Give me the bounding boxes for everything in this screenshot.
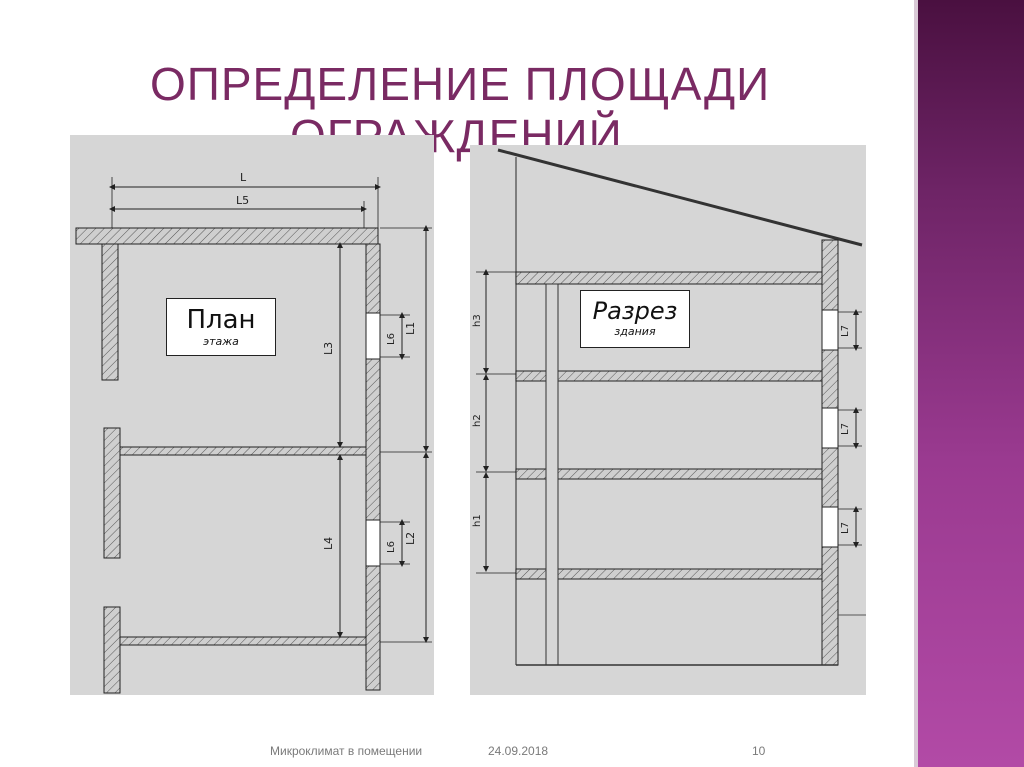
plan-label-sub: этажа [203, 335, 239, 348]
side-band-edge [914, 0, 918, 767]
dim-h2: h2 [472, 414, 483, 427]
building-section-drawing: h3 h2 h1 L7 L7 L7 [470, 145, 866, 695]
plan-label-box: План этажа [166, 298, 276, 356]
section-right-wall [821, 239, 839, 666]
slide-title-line-1: Определение площади [150, 58, 771, 110]
dim-L6-upper: L6 [386, 333, 397, 345]
dim-L7-upper: L7 [840, 325, 851, 337]
section-label-sub: здания [614, 325, 656, 338]
plan-right-wall [365, 243, 381, 691]
dim-L6-lower: L6 [386, 541, 397, 553]
dim-L: L [240, 171, 247, 184]
section-roof [497, 148, 863, 247]
section-window-middle [821, 407, 839, 449]
dim-L4: L4 [322, 537, 335, 550]
dim-h1: h1 [472, 514, 483, 527]
plan-partition-upper [119, 446, 367, 456]
section-window-lower [821, 506, 839, 548]
plan-left-wall-upper [101, 243, 119, 381]
dim-L7-lower: L7 [840, 522, 851, 534]
section-label-box: Разрез здания [580, 290, 690, 348]
plan-window-upper [365, 312, 381, 360]
dim-L2: L2 [404, 532, 417, 545]
dim-L3: L3 [322, 342, 335, 355]
footer-date: 24.09.2018 [488, 744, 549, 758]
dim-L5: L5 [236, 194, 249, 207]
dim-L7-middle: L7 [840, 423, 851, 435]
section-window-upper [821, 309, 839, 351]
dim-h3: h3 [472, 314, 483, 327]
section-label-main: Разрез [592, 297, 678, 325]
footer-topic: Микроклимат в помещении [270, 744, 423, 758]
section-column [545, 283, 559, 666]
section-attic-slab [515, 271, 823, 285]
slide-title: Определение площади ограждений [150, 58, 850, 162]
plan-window-lower [365, 519, 381, 567]
floor-plan-drawing: L L5 L1 L2 L3 L4 L6 L6 [70, 135, 434, 695]
plan-top-wall [75, 227, 379, 245]
footer-page-number: 10 [752, 744, 766, 758]
plan-label-main: План [186, 305, 256, 335]
section-slab-3 [515, 370, 823, 382]
plan-left-wall-middle [103, 427, 121, 559]
plan-left-wall-lower [103, 606, 121, 694]
section-slab-2 [515, 468, 823, 480]
decorative-side-band [914, 0, 1024, 767]
section-slab-1 [515, 568, 823, 580]
plan-partition-lower [119, 636, 367, 646]
section-background [470, 145, 866, 695]
dim-L1: L1 [404, 322, 417, 335]
